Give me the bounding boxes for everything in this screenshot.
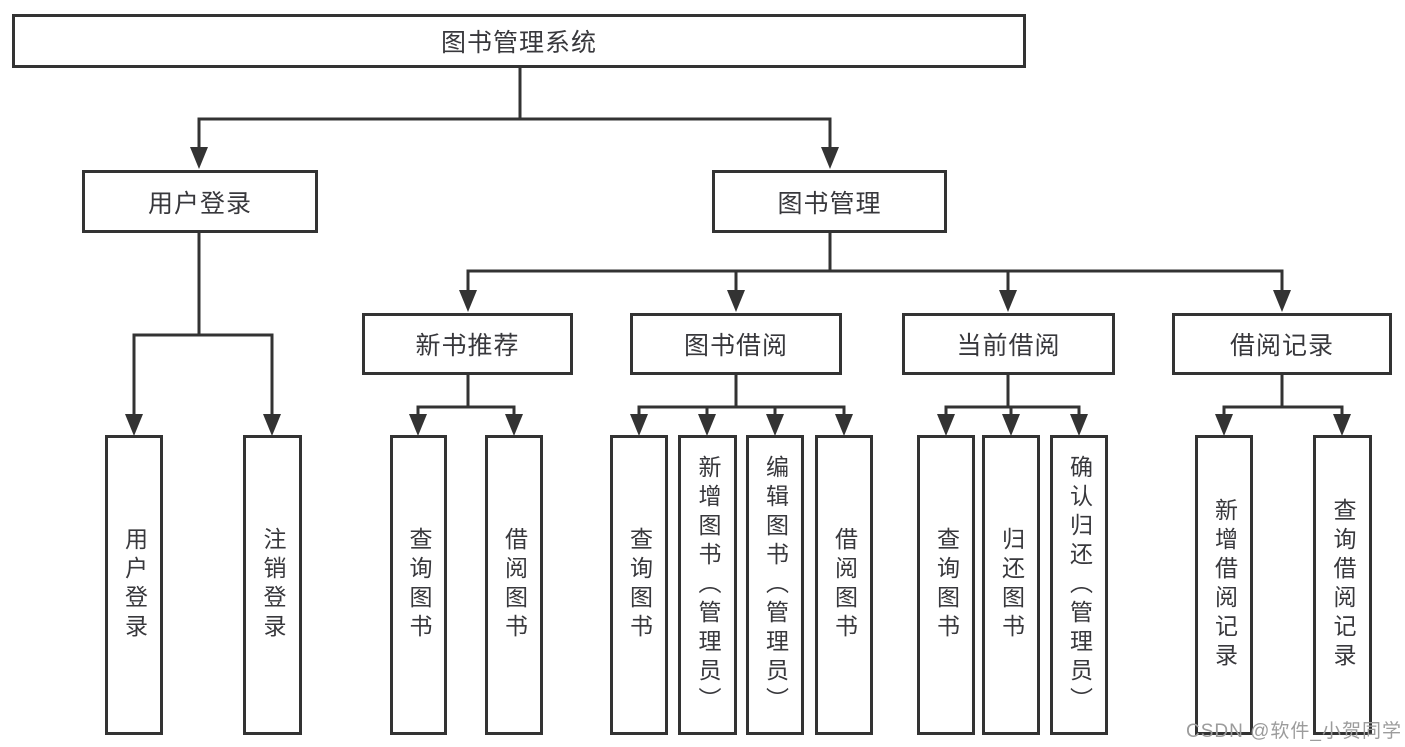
leaf-return-books: 归还图书	[982, 435, 1040, 735]
node-label: 借阅图书	[831, 527, 858, 643]
node-book-borrowing: 图书借阅	[630, 313, 842, 375]
node-label: 借阅记录	[1229, 332, 1334, 360]
node-new-book-recommendation: 新书推荐	[362, 313, 573, 375]
node-label: 用户登录	[147, 189, 252, 218]
node-label: 图书借阅	[683, 332, 788, 360]
node-label: 新书推荐	[415, 332, 520, 360]
edge-bookmgmt-to-level3	[466, 231, 1284, 295]
edge-current-to-leaves	[944, 373, 1081, 419]
leaf-query-books-current: 查询图书	[917, 435, 975, 735]
node-borrowing-records: 借阅记录	[1172, 313, 1392, 375]
leaf-query-books-borrow: 查询图书	[610, 435, 668, 735]
node-label: 编辑图书（管理员）	[762, 454, 789, 716]
node-current-borrowing: 当前借阅	[902, 313, 1115, 375]
leaf-query-books-recommend: 查询图书	[390, 435, 447, 735]
edge-userlogin-to-leaves	[132, 231, 274, 419]
node-label: 新增借阅记录	[1211, 498, 1238, 672]
node-label: 查询图书	[406, 527, 432, 643]
edge-records-to-leaves	[1222, 373, 1344, 419]
leaf-edit-books-admin: 编辑图书（管理员）	[746, 435, 804, 735]
edge-borrow-to-leaves	[637, 373, 846, 419]
node-label: 图书管理	[777, 189, 882, 218]
leaf-add-books-admin: 新增图书（管理员）	[678, 435, 737, 735]
leaf-query-borrow-record: 查询借阅记录	[1313, 435, 1372, 735]
leaf-borrow-books: 借阅图书	[815, 435, 873, 735]
leaf-borrow-books-recommend: 借阅图书	[485, 435, 543, 735]
edge-newbook-to-leaves	[416, 373, 516, 419]
node-label: 注销登录	[260, 527, 286, 643]
edge-root-to-level2	[197, 64, 832, 152]
leaf-add-borrow-record: 新增借阅记录	[1195, 435, 1253, 735]
node-label: 用户登录	[121, 527, 148, 643]
node-label: 归还图书	[998, 527, 1025, 643]
node-label: 查询图书	[933, 527, 960, 643]
node-label: 当前借阅	[956, 332, 1061, 360]
leaf-confirm-return-admin: 确认归还（管理员）	[1050, 435, 1108, 735]
watermark: CSDN @软件_小贺同学	[1186, 721, 1402, 742]
node-label: 借阅图书	[501, 527, 528, 643]
leaf-logout: 注销登录	[243, 435, 302, 735]
node-label: 确认归还（管理员）	[1066, 454, 1093, 716]
node-book-management: 图书管理	[712, 170, 947, 233]
node-library-system: 图书管理系统	[12, 14, 1026, 68]
node-label: 图书管理系统	[440, 29, 597, 57]
leaf-user-login: 用户登录	[105, 435, 163, 735]
node-label: 查询图书	[626, 527, 653, 643]
arrowheads	[125, 147, 1351, 436]
node-user-login: 用户登录	[82, 170, 318, 233]
node-label: 查询借阅记录	[1330, 498, 1356, 672]
node-label: 新增图书（管理员）	[695, 454, 721, 716]
